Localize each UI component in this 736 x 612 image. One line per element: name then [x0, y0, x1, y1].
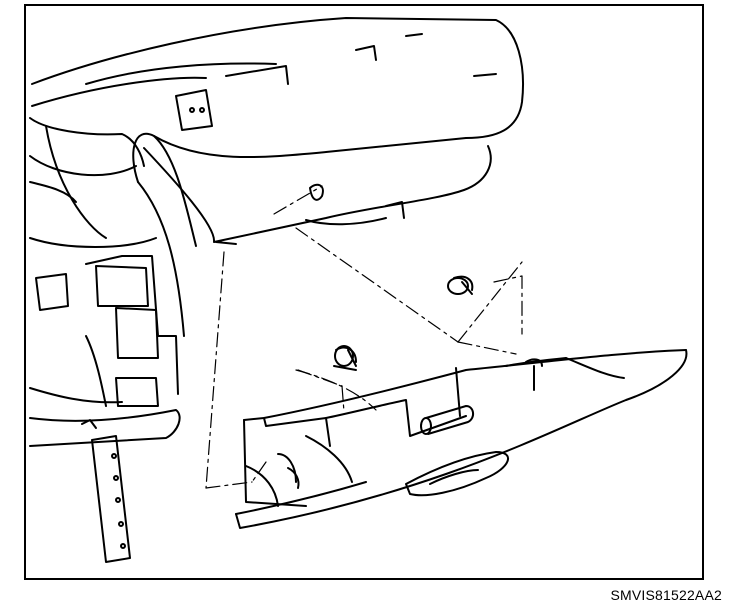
instrument-panel: [31, 17, 524, 337]
leader-lines: [205, 185, 523, 489]
mounting-bracket: [91, 435, 131, 563]
diagram-frame: [24, 4, 704, 580]
dash-left-support: [29, 117, 181, 447]
door-latch: [420, 405, 474, 435]
retaining-clip-lower: [333, 345, 357, 371]
retaining-clip-upper: [447, 275, 474, 295]
figure-code: SMVIS81522AA2: [610, 587, 722, 603]
glove-box-door: [235, 349, 688, 529]
glove-box-exploded-diagram: [29, 17, 688, 563]
stop-pin: [525, 358, 543, 391]
